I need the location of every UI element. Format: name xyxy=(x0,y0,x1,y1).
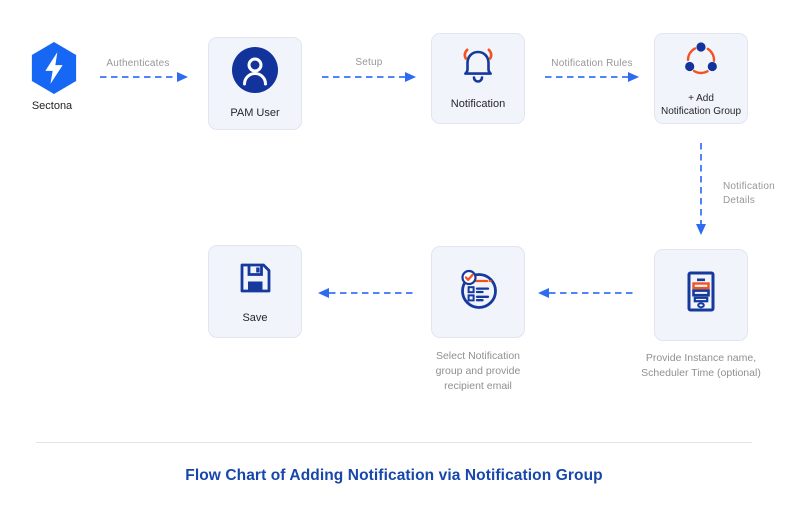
node-add-group-label-line1: + Add xyxy=(688,92,714,104)
provide-caption-line2: Scheduler Time (optional) xyxy=(641,367,761,379)
node-notification-label: Notification xyxy=(450,98,506,110)
edge-notification-rules-arrow xyxy=(544,71,640,83)
provide-caption-line1: Provide Instance name, xyxy=(645,352,757,364)
edge-select-to-save-arrow xyxy=(317,287,414,299)
node-select-notification xyxy=(431,246,525,338)
select-caption-line2: group and provide xyxy=(435,365,521,377)
edge-authenticates-arrow xyxy=(99,71,189,83)
node-add-group-label-line2: Notification Group xyxy=(660,105,742,117)
page-title: Flow Chart of Adding Notification via No… xyxy=(185,467,603,484)
save-floppy-icon xyxy=(235,258,275,303)
edge-setup-label: Setup xyxy=(355,57,383,68)
form-document-icon xyxy=(682,270,720,321)
select-caption-line1: Select Notification xyxy=(435,350,521,362)
user-icon xyxy=(232,47,278,98)
edge-provide-to-select-arrow xyxy=(537,287,637,299)
node-save-label: Save xyxy=(242,312,268,324)
bell-icon xyxy=(457,46,499,89)
node-notification: Notification xyxy=(431,33,525,124)
sectona-label: Sectona xyxy=(31,100,73,112)
notification-group-icon xyxy=(681,40,721,85)
edge-notification-details-label: Notification Details xyxy=(723,180,793,208)
edge-notification-details-line2: Details xyxy=(723,195,755,206)
edge-notification-rules-label: Notification Rules xyxy=(551,58,633,69)
node-add-group-label: + Add Notification Group xyxy=(661,92,741,118)
checklist-circle-icon xyxy=(455,267,501,318)
node-pam-user-label: PAM User xyxy=(230,107,280,119)
edge-setup-arrow xyxy=(321,71,417,83)
sectona-logo-icon xyxy=(29,41,79,95)
node-provide-instance xyxy=(654,249,748,341)
node-provide-instance-caption: Provide Instance name, Scheduler Time (o… xyxy=(628,351,774,381)
select-caption-line3: recipient email xyxy=(444,380,512,392)
node-save: Save xyxy=(208,245,302,338)
node-select-notification-caption: Select Notification group and provide re… xyxy=(411,349,545,394)
edge-notification-details-line1: Notification xyxy=(723,181,775,192)
edge-notification-details-arrow xyxy=(695,142,707,237)
node-pam-user: PAM User xyxy=(208,37,302,130)
edge-authenticates-label: Authenticates xyxy=(106,58,170,69)
node-add-notification-group: + Add Notification Group xyxy=(654,33,748,124)
footer-divider xyxy=(36,442,752,443)
